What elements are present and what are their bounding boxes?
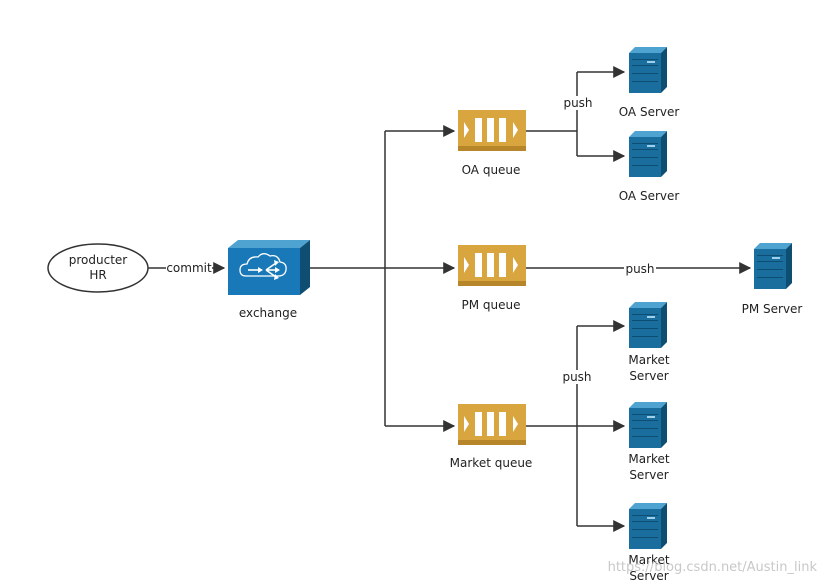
server-market-3: Market Server (628, 503, 670, 583)
edges-market-push (526, 320, 626, 532)
queue-oa: OA queue (458, 110, 526, 177)
queue-oa-label: OA queue (462, 163, 521, 177)
queue-market: Market queue (450, 404, 533, 470)
producer-node: producter HR (47, 243, 149, 293)
server-icon (629, 131, 667, 177)
server-market-1-label-line2: Server (629, 369, 668, 383)
server-pm: PM Server (742, 243, 803, 316)
server-market-3-label-line2: Server (629, 569, 668, 583)
queue-pm: PM queue (458, 245, 526, 312)
server-oa-2-label: OA Server (619, 189, 680, 203)
server-oa-1: OA Server (619, 47, 680, 119)
producer-label-line1: producter (69, 253, 128, 267)
server-icon (629, 503, 667, 549)
queue-icon (458, 110, 526, 151)
queue-icon (458, 404, 526, 445)
server-market-3-label-line1: Market (628, 553, 670, 567)
server-pm-label: PM Server (742, 302, 803, 316)
producer-label-line2: HR (89, 268, 106, 282)
server-icon (629, 302, 667, 348)
edges-exchange-to-queues (310, 125, 456, 432)
queue-icon (458, 245, 526, 286)
server-market-1-label-line1: Market (628, 353, 670, 367)
queue-pm-label: PM queue (462, 298, 521, 312)
watermark-text: https://blog.csdn.net/Austin_link (608, 560, 818, 575)
server-icon (754, 243, 792, 289)
server-market-2: Market Server (628, 402, 670, 482)
exchange-label: exchange (239, 306, 297, 320)
server-oa-2: OA Server (619, 131, 680, 203)
server-oa-1-label: OA Server (619, 105, 680, 119)
server-market-2-label-line2: Server (629, 468, 668, 482)
commit-label: commit (166, 261, 212, 275)
exchange-node: exchange (228, 240, 310, 320)
server-market-1: Market Server (628, 302, 670, 383)
server-market-2-label-line1: Market (628, 452, 670, 466)
queue-market-label: Market queue (450, 456, 533, 470)
edges-oa-push (526, 66, 626, 162)
push-label-oa: push (563, 96, 592, 110)
exchange-icon (228, 240, 310, 295)
server-icon (629, 47, 667, 93)
server-icon (629, 402, 667, 448)
push-label-market: push (562, 370, 591, 384)
push-label-pm: push (625, 262, 654, 276)
